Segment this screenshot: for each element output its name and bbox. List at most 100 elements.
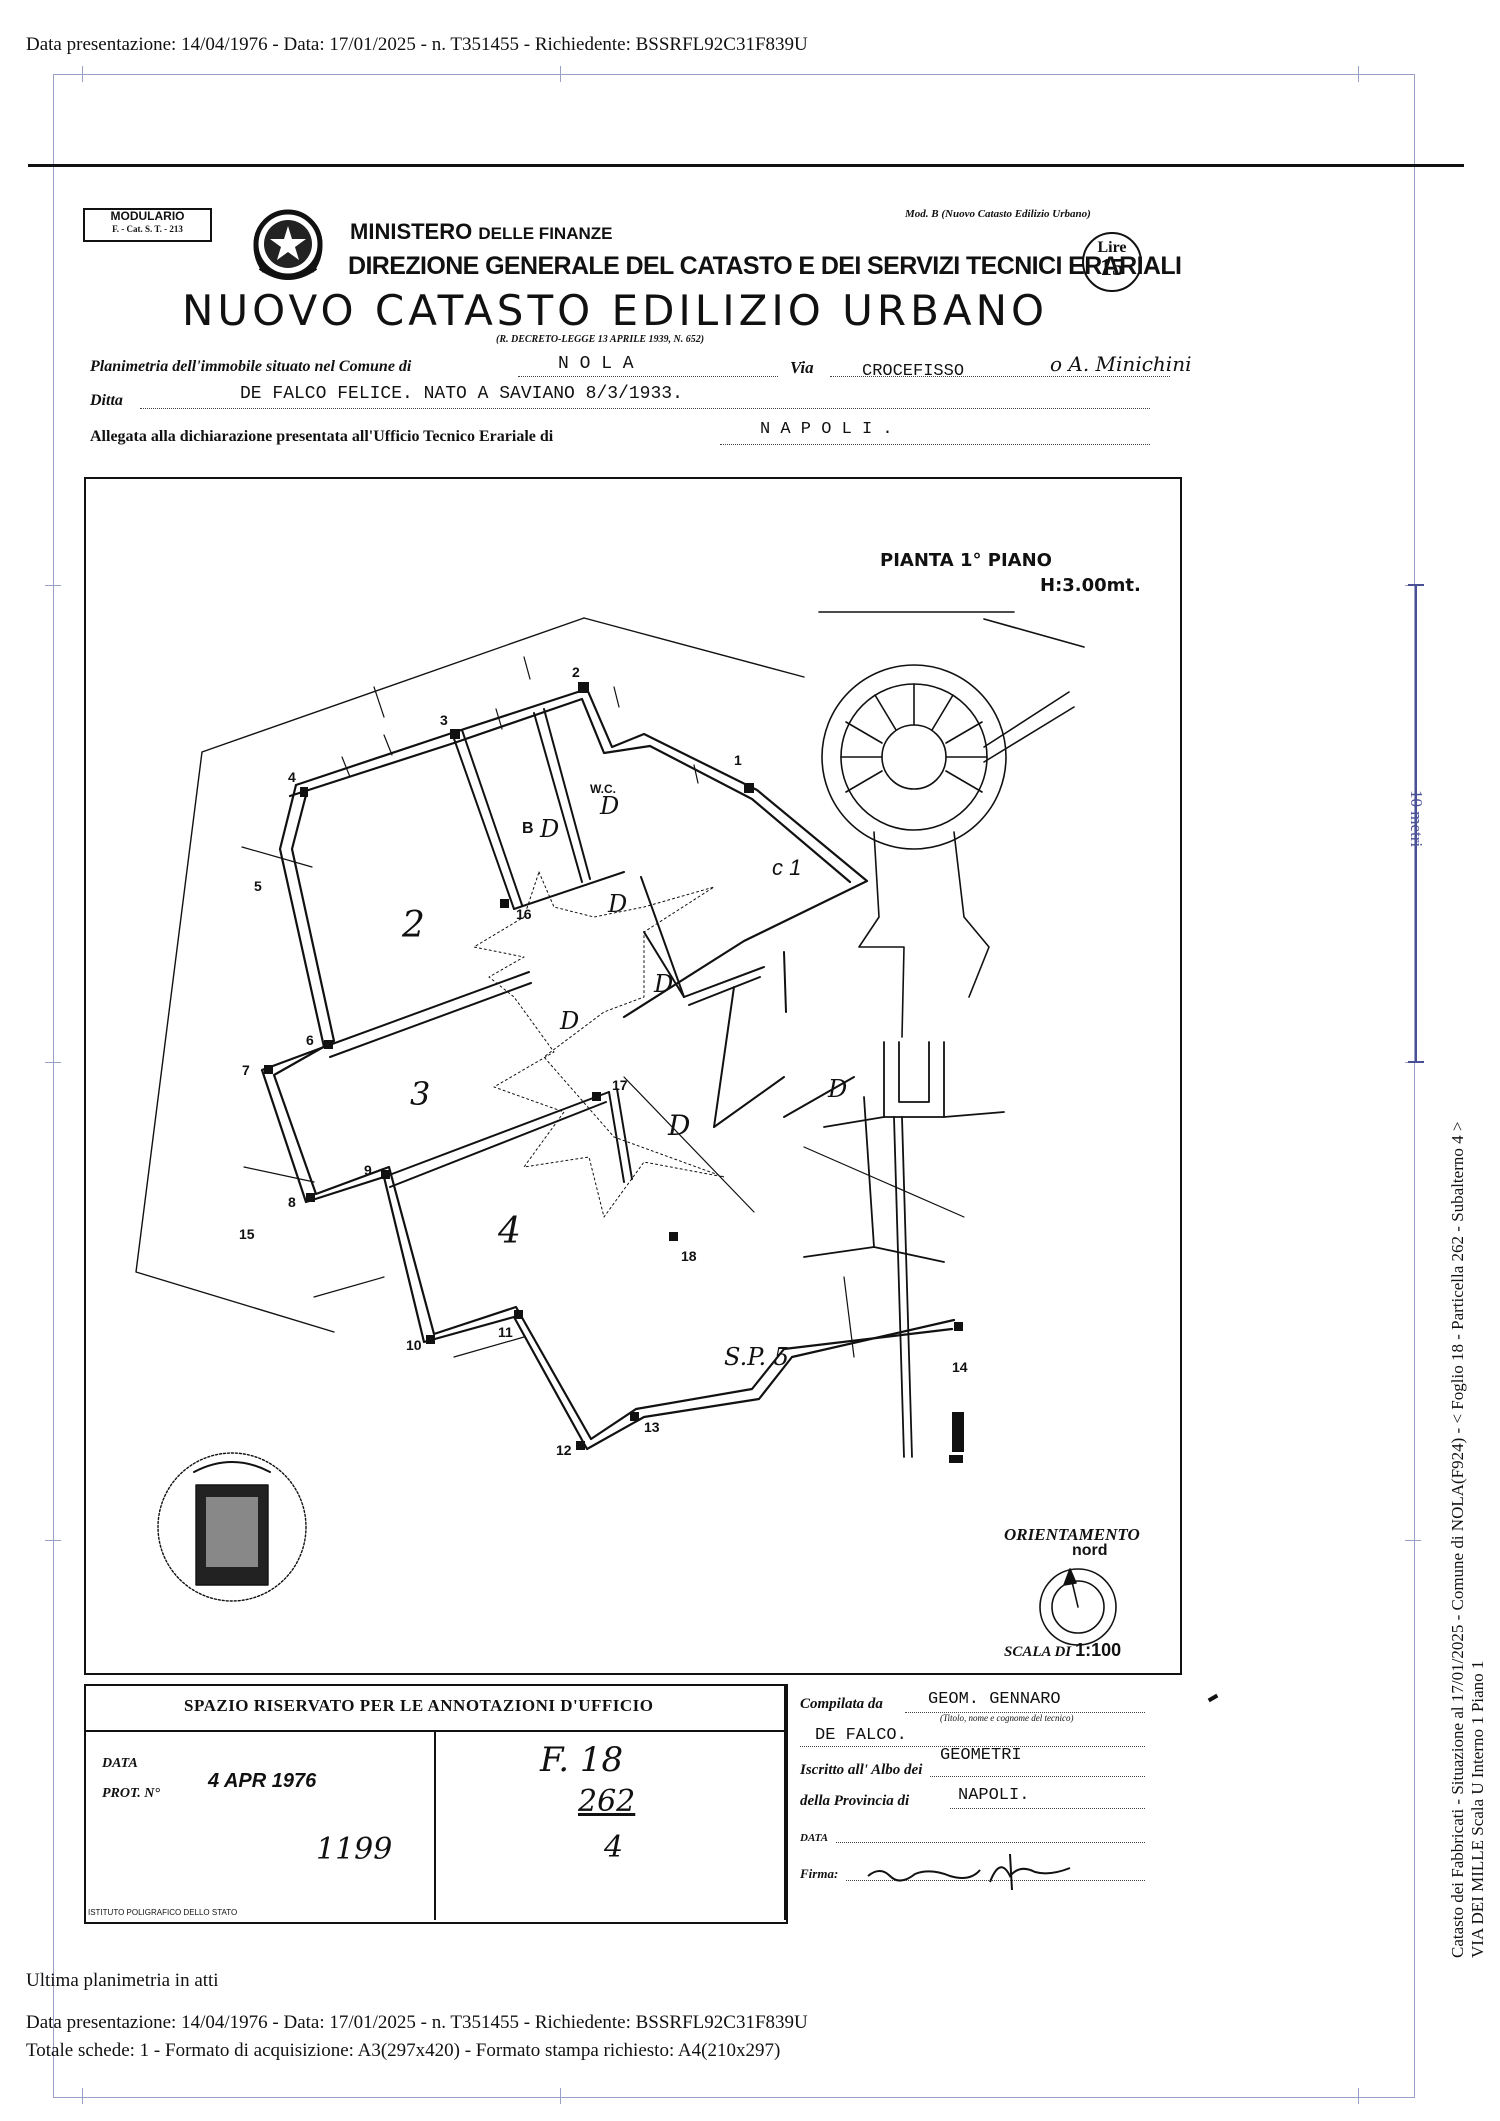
room-label-2: 2 — [401, 905, 425, 946]
room-label-wc: W.C. — [590, 782, 616, 796]
vertex-13: 13 — [644, 1419, 660, 1435]
direzione-title: DIREZIONE GENERALE DEL CATASTO E DEI SER… — [348, 252, 1182, 280]
iscritto-label: Iscritto all' Albo dei — [800, 1762, 923, 1778]
column-blocks — [264, 682, 964, 1463]
floor-plan-drawing: 1 2 3 4 5 6 7 8 9 10 11 12 13 14 15 16 1… — [135, 611, 1117, 1646]
allegata-label: Allegata alla dichiarazione presentata a… — [90, 428, 554, 445]
vertex-6: 6 — [306, 1032, 314, 1048]
ditta-value: DE FALCO FELICE. NATO A SAVIANO 8/3/1933… — [240, 384, 683, 404]
balcony-structure — [803, 1041, 1005, 1458]
via-handwritten: o A. Minichini — [1050, 352, 1192, 376]
north-arrow-icon — [1039, 1568, 1117, 1646]
ministry-rest: DELLE FINANZE — [478, 224, 613, 243]
office-prot-label: PROT. N° — [102, 1786, 160, 1801]
office-stamp-date: 4 APR 1976 — [208, 1770, 317, 1792]
compilata-label: Compilata da — [800, 1696, 883, 1712]
scala-label: SCALA DI — [1004, 1644, 1072, 1660]
office-box — [84, 1684, 788, 1924]
vertex-12: 12 — [556, 1442, 572, 1458]
provincia-value: NAPOLI. — [958, 1786, 1030, 1805]
modulario-code: F. - Cat. S. T. - 213 — [112, 224, 183, 234]
scale-bar — [1415, 585, 1417, 1062]
footer-line2: Totale schede: 1 - Formato di acquisizio… — [26, 2040, 781, 2061]
office-title: SPAZIO RISERVATO PER LE ANNOTAZIONI D'UF… — [184, 1696, 654, 1715]
iscritto-value: GEOMETRI — [940, 1746, 1022, 1765]
lire-badge: Lire 15 — [1082, 232, 1142, 292]
modulario-label: MODULARIO — [110, 209, 185, 223]
svg-text:D: D — [827, 1075, 847, 1103]
ditta-label: Ditta — [90, 392, 123, 409]
official-stamp — [157, 1452, 307, 1602]
svg-text:D: D — [599, 792, 619, 820]
room-label-sp5: S.P. 5 — [724, 1343, 789, 1371]
vertex-10: 10 — [406, 1337, 422, 1353]
interior-walls — [323, 708, 855, 1188]
vertex-9: 9 — [364, 1162, 372, 1178]
vertex-7: 7 — [242, 1062, 250, 1078]
header-line: Data presentazione: 14/04/1976 - Data: 1… — [26, 34, 808, 55]
vertex-3: 3 — [440, 712, 448, 728]
comune-label: Planimetria dell'immobile situato nel Co… — [90, 358, 412, 375]
svg-text:D: D — [539, 815, 559, 843]
vertex-1: 1 — [734, 752, 742, 768]
page-frame — [53, 74, 1415, 2098]
modulario-box: MODULARIO F. - Cat. S. T. - 213 — [83, 208, 212, 242]
ministry-label: MINISTERO — [350, 219, 473, 244]
via-label: Via — [790, 358, 814, 377]
vertex-2: 2 — [572, 664, 580, 680]
vertex-5: 5 — [254, 878, 262, 894]
main-title: NUOVO CATASTO EDILIZIO URBANO — [182, 286, 1049, 335]
svg-text:D: D — [653, 970, 673, 998]
lire-value: 15 — [1100, 255, 1124, 281]
republic-emblem-icon — [253, 209, 323, 280]
footer-ultima: Ultima planimetria in atti — [26, 1970, 219, 1991]
disimpegno-outline — [473, 871, 725, 1218]
office-handwritten-num: 1199 — [316, 1832, 393, 1867]
site-outline — [135, 617, 585, 1333]
room-label-b: B — [522, 820, 534, 837]
vertex-17: 17 — [612, 1077, 628, 1093]
svg-text:D: D — [607, 890, 627, 918]
plan-height: H:3.00mt. — [1040, 575, 1141, 596]
side-text-via: VIA DEI MILLE Scala U Interno 1 Piano 1 — [1468, 1660, 1487, 1958]
room-label-c1: c 1 — [772, 855, 801, 880]
vertex-15: 15 — [239, 1226, 255, 1242]
svg-text:D: D — [559, 1007, 579, 1035]
side-text-catasto: Catasto dei Fabbricati - Situazione al 1… — [1448, 1121, 1467, 1958]
vertex-14: 14 — [952, 1359, 968, 1375]
orientamento-label: ORIENTAMENTO — [1004, 1525, 1140, 1544]
compilata-value2: DE FALCO. — [815, 1726, 907, 1745]
footer-line1: Data presentazione: 14/04/1976 - Data: 1… — [26, 2012, 808, 2033]
room-label-3: 3 — [410, 1075, 430, 1113]
spiral-stair — [818, 611, 1085, 1038]
svg-text:D: D — [667, 1109, 690, 1142]
plan-box — [84, 477, 1182, 1675]
office-foglio: F. 18 — [540, 1740, 624, 1780]
vertex-4: 4 — [288, 769, 296, 785]
signature — [867, 1853, 1071, 1891]
compiler-data-label: DATA — [800, 1832, 829, 1844]
office-sub: 4 — [604, 1830, 624, 1865]
scala-value: 1:100 — [1075, 1640, 1122, 1660]
compilata-value: GEOM. GENNARO — [928, 1690, 1061, 1709]
via-value: CROCEFISSO — [862, 362, 965, 381]
printer-label: ISTITUTO POLIGRAFICO DELLO STATO — [88, 1908, 238, 1917]
office-particella: 262 — [578, 1784, 636, 1819]
top-rule — [28, 164, 1464, 167]
allegata-value: N A P O L I . — [760, 420, 893, 439]
vertex-18: 18 — [681, 1248, 697, 1264]
provincia-label: della Provincia di — [800, 1793, 910, 1809]
scale-bar-label: 10 metri — [1407, 790, 1426, 848]
vertex-11: 11 — [498, 1324, 513, 1340]
comune-value: N O L A — [558, 354, 634, 374]
plan-annotations: 1 2 3 4 5 6 7 8 9 10 11 12 13 14 15 16 1… — [239, 664, 968, 1458]
lire-label: Lire — [1097, 239, 1127, 256]
decree-line: (R. DECRETO-LEGGE 13 APRILE 1939, N. 652… — [496, 334, 705, 345]
window-marks — [241, 656, 855, 1358]
room-label-4: 4 — [497, 1211, 521, 1252]
vertex-16: 16 — [516, 906, 532, 922]
nord-label: nord — [1072, 1542, 1108, 1559]
plan-title: PIANTA 1° PIANO — [880, 550, 1052, 571]
compilata-hint: (Titolo, nome e cognome del tecnico) — [940, 1713, 1074, 1723]
office-data-label: DATA — [102, 1756, 138, 1771]
